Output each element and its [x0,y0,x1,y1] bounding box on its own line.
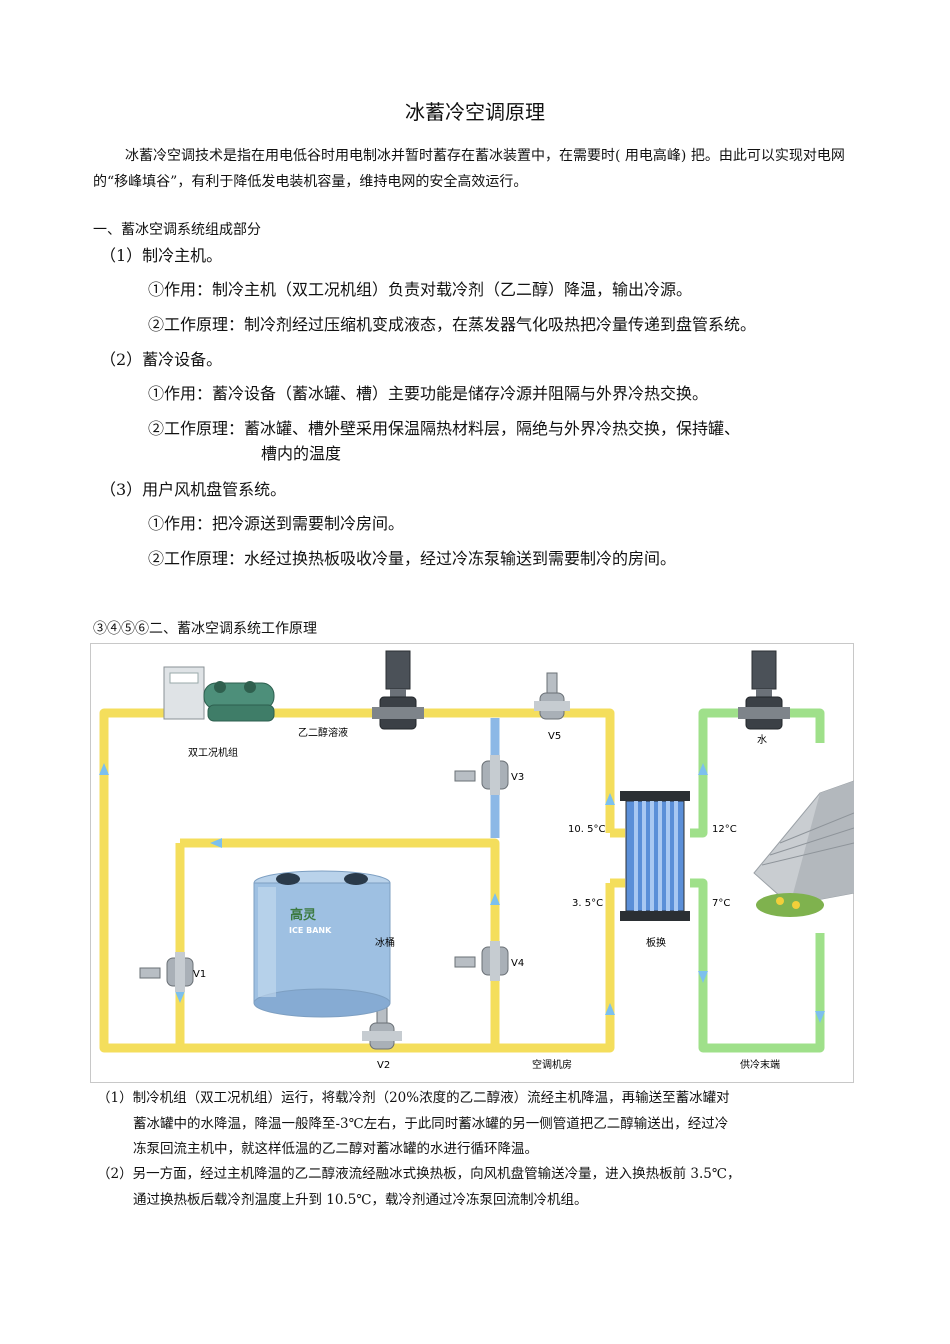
label-temp-3-5: 3. 5°C [572,898,603,909]
glycol-pump [372,650,424,730]
note-1-line3: 冻泵回流主机中，就这样低温的乙二醇对蓄冰罐的水进行循环降温。 [133,1141,538,1157]
label-v4: V4 [511,958,524,969]
label-v2: V2 [377,1060,390,1071]
note-1-line2: 蓄冰罐中的水降温，降温一般降至-3℃左右，于此同时蓄冰罐的另一侧管道把乙二醇输送… [133,1116,729,1132]
plate-heat-exchanger [620,791,690,921]
part-label-fan-coil: （3）用户风机盘管系统。 [100,480,287,499]
water-pipe-network [690,708,825,1053]
part-label-chiller: （1）制冷主机。 [100,246,223,265]
storage-role: ①作用：蓄冷设备（蓄冰罐、槽）主要功能是储存冷源并阻隔与外界冷热交换。 [148,384,709,403]
tank-brand-en: ICE BANK [289,926,332,935]
part-label-storage: （2）蓄冷设备。 [100,350,223,369]
valve-v3 [454,755,509,795]
chiller-principle: ②工作原理：制冷剂经过压缩机变成液态，在蒸发器气化吸热把冷量传递到盘管系统。 [148,315,757,334]
label-temp-7: 7°C [712,898,730,909]
intro-paragraph: 冰蓄冷空调技术是指在用电低谷时用电制冰并暂时蓄存在蓄冰装置中，在需要时( 用电高… [93,148,845,190]
fan-coil-principle: ②工作原理：水经过换热板吸收冷量，经过冷冻泵输送到需要制冷的房间。 [148,549,677,568]
building-terminal [753,780,854,917]
section-heading-components: 一、蓄冰空调系统组成部分 [93,222,261,238]
chiller-role: ①作用：制冷主机（双工况机组）负责对载冷剂（乙二醇）降温，输出冷源。 [148,280,693,299]
label-glycol: 乙二醇溶液 [298,726,348,739]
fan-coil-role: ①作用：把冷源送到需要制冷房间。 [148,514,405,533]
tank-brand: 高灵 [290,907,317,923]
label-temp-10-5: 10. 5°C [568,824,605,835]
label-machine-room: 空调机房 [532,1058,572,1071]
label-v5: V5 [548,731,561,742]
storage-principle-line2: 槽内的温度 [261,444,342,463]
note-1-line1: （1）制冷机组（双工况机组）运行，将载冷剂（20%浓度的乙二醇液）流经主机降温，… [97,1090,730,1106]
label-terminal: 供冷末端 [740,1058,780,1071]
valve-v1 [139,952,194,992]
section-heading-principle: ③④⑤⑥二、蓄冰空调系统工作原理 [93,621,317,637]
label-temp-12: 12°C [712,824,737,835]
chiller-unit [163,666,275,722]
label-chiller: 双工况机组 [188,746,238,759]
label-ice-tank: 冰桶 [375,936,395,949]
system-diagram: 双工况机组 乙二醇溶液 水 V5 V3 V4 V1 [90,643,854,1083]
valve-v2 [362,1002,402,1050]
page-title: 冰蓄冷空调原理 [405,100,545,124]
note-2-line1: （2）另一方面，经过主机降温的乙二醇液流经融冰式换热板，向风机盘管输送冷量，进入… [97,1166,741,1182]
valve-v4 [454,941,509,981]
label-plate-hx: 板换 [646,936,666,949]
note-2-line2: 通过换热板后载冷剂温度上升到 10.5℃，载冷剂通过冷冻泵回流制冷机组。 [133,1192,588,1208]
water-pump [738,650,790,730]
label-v1: V1 [193,969,206,980]
label-water: 水 [757,734,767,746]
storage-principle-line1: ②工作原理：蓄冰罐、槽外壁采用保温隔热材料层，隔绝与外界冷热交换，保持罐、 [148,419,741,438]
ice-tank [253,870,391,1018]
valve-v5 [534,672,570,720]
label-v3: V3 [511,772,524,783]
